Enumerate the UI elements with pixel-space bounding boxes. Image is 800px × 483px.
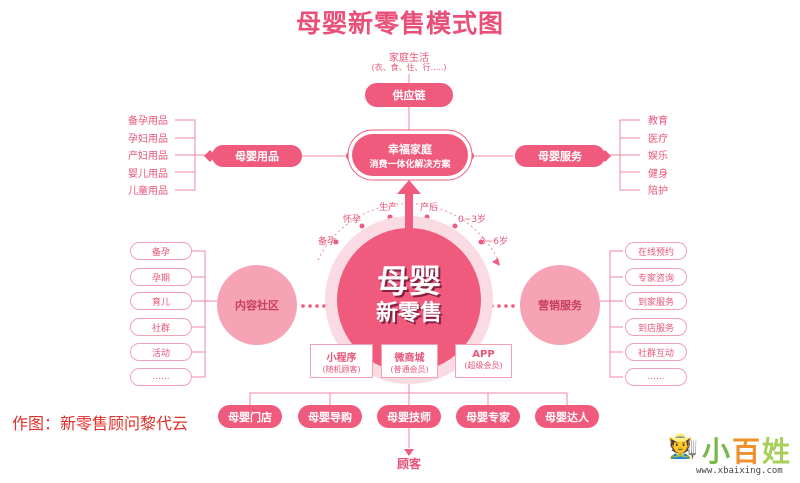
- product-item: 儿童用品: [128, 186, 168, 197]
- touchpoint-guide: 母婴导购: [298, 405, 362, 428]
- channel-sub: (随机顾客): [322, 365, 361, 374]
- stage-label: 怀孕: [343, 215, 362, 225]
- services-list: 教育 医疗 娱乐 健身 陪护: [648, 113, 668, 201]
- customer-label: 顾客: [396, 457, 421, 471]
- marketing-item: 到家服务: [625, 292, 687, 310]
- touchpoint-technician: 母婴技师: [377, 405, 441, 428]
- channel-mini-program: 小程序(随机顾客): [310, 344, 373, 378]
- touchpoint-store: 母婴门店: [218, 405, 282, 428]
- community-item: 备孕: [130, 242, 192, 260]
- marketing-item: ......: [625, 368, 687, 386]
- center-line1: 母婴: [376, 262, 441, 300]
- community-item: 活动: [130, 343, 192, 361]
- service-item: 教育: [648, 116, 668, 127]
- community-item: 育儿: [130, 292, 192, 310]
- touchpoint-influencer: 母婴达人: [535, 405, 599, 428]
- marketing-item: 在线预约: [625, 242, 687, 260]
- site-logo: 🧑‍🌾 小百姓 www.xbaixing.com: [668, 430, 798, 482]
- community-circle: 内容社区: [217, 265, 297, 345]
- stage-label: 生产: [379, 203, 398, 213]
- stage-label: 产后: [420, 203, 439, 213]
- service-item: 健身: [648, 168, 668, 180]
- product-item: 孕妇用品: [128, 133, 168, 145]
- stage-label: 3~6岁: [480, 237, 508, 247]
- community-item: ......: [130, 368, 192, 386]
- product-item: 备孕用品: [128, 116, 168, 127]
- hub-title: 幸福家庭: [388, 142, 432, 156]
- community-item: 孕期: [130, 268, 192, 286]
- products-list: 备孕用品 孕妇用品 产妇用品 婴儿用品 儿童用品: [128, 113, 168, 201]
- center-line2: 新零售: [375, 301, 442, 326]
- stage-label: 备孕: [318, 237, 337, 247]
- channel-sub: (超级会员): [464, 361, 503, 370]
- service-item: 陪护: [648, 186, 668, 197]
- product-item: 婴儿用品: [128, 168, 168, 180]
- marketing-item: 社群互动: [625, 343, 687, 361]
- marketing-item: 到店服务: [625, 318, 687, 336]
- center-title: 母婴 新零售: [337, 262, 481, 328]
- services-pill: 母婴服务: [515, 145, 605, 167]
- supply-chain-pill: 供应链: [365, 83, 453, 107]
- farmer-mascot-icon: 🧑‍🌾: [668, 432, 698, 460]
- channel-app: APP(超级会员): [455, 344, 512, 378]
- family-life-sub: (衣、食、住、行.....): [371, 63, 447, 72]
- hub-subtitle: 消费一体化解决方案: [369, 159, 451, 170]
- logo-mark: 小百姓: [702, 435, 793, 468]
- marketing-item: 专家咨询: [625, 268, 687, 286]
- products-pill: 母婴用品: [212, 145, 302, 167]
- channel-name: APP: [472, 349, 495, 360]
- logo-url: www.xbaixing.com: [696, 466, 783, 476]
- family-life-label: 家庭生活: [389, 53, 429, 64]
- service-item: 娱乐: [648, 151, 668, 162]
- channel-wechat-mall: 微商城(普通会员): [381, 344, 438, 378]
- service-item: 医疗: [648, 133, 668, 145]
- community-item: 社群: [130, 318, 192, 336]
- channel-name: 小程序: [326, 353, 357, 364]
- author-credit: 作图：新零售顾问黎代云: [12, 414, 189, 433]
- channel-name: 微商城: [394, 353, 425, 364]
- marketing-circle: 营销服务: [520, 265, 600, 345]
- product-item: 产妇用品: [128, 151, 168, 162]
- touchpoint-expert: 母婴专家: [456, 405, 520, 428]
- stage-label: 0~3岁: [458, 215, 486, 225]
- channel-sub: (普通会员): [390, 365, 429, 374]
- page-title: 母婴新零售模式图: [295, 9, 504, 38]
- happy-family-hub: 幸福家庭 消费一体化解决方案: [352, 134, 468, 176]
